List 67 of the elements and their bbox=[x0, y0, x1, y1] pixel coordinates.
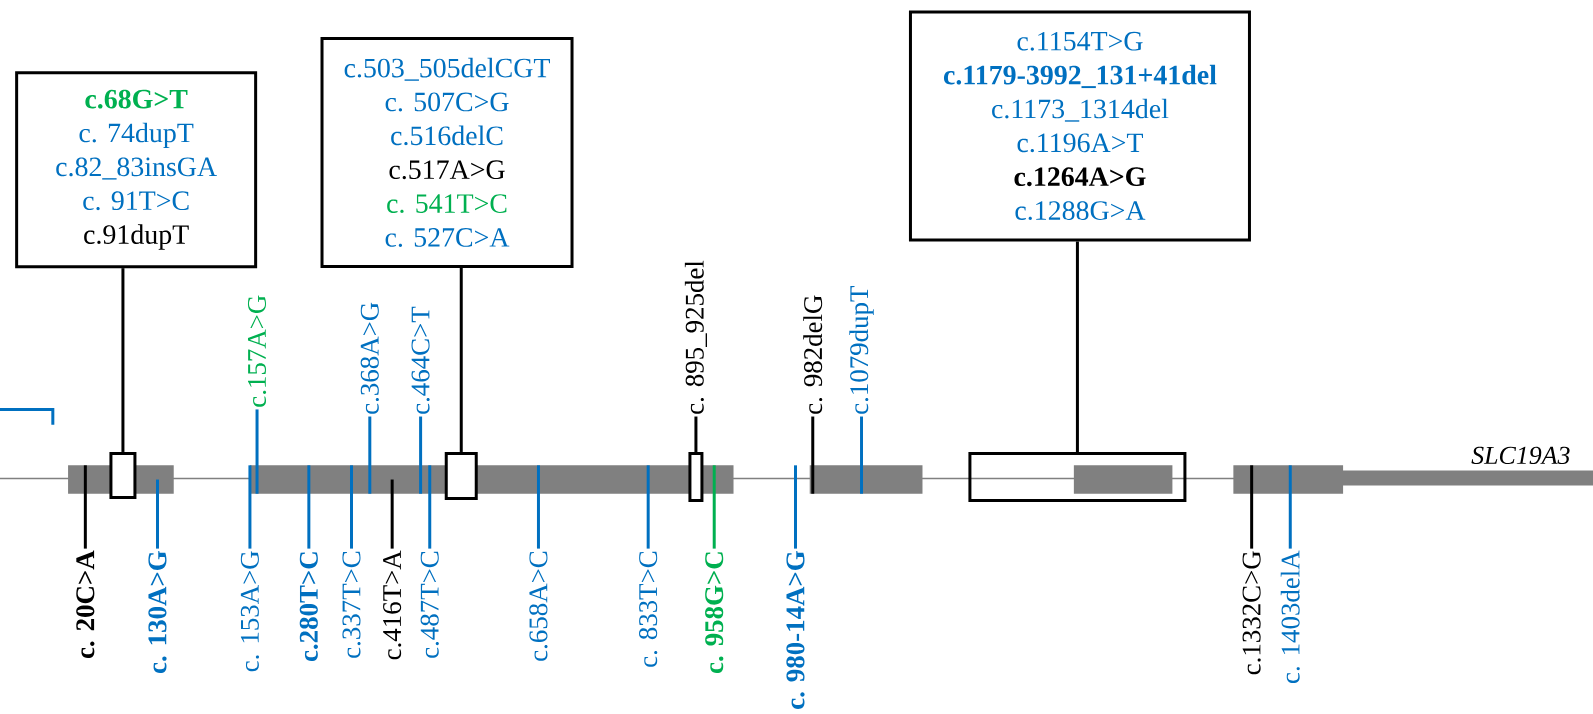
variant-label: c.91dupT bbox=[84, 224, 189, 250]
variant-label: c.1079dupT bbox=[849, 285, 874, 414]
variant-label: c.464C>T bbox=[411, 306, 430, 414]
leader-line bbox=[255, 409, 259, 494]
leader-line bbox=[307, 465, 311, 549]
variant-label: c.487T>C bbox=[420, 551, 439, 658]
region-marker bbox=[968, 451, 1187, 502]
leader-line bbox=[459, 267, 463, 452]
callout-box bbox=[908, 10, 1251, 242]
variant-label: c. 833T>C bbox=[639, 551, 658, 667]
leader-line bbox=[1250, 465, 1254, 549]
variant-label: c.503_505delCGT bbox=[344, 57, 550, 81]
leader-line bbox=[694, 416, 698, 452]
variant-label: c. 895_925del bbox=[684, 260, 707, 414]
variant-label: c. 958G>C bbox=[705, 552, 724, 673]
variant-label: c.1173_1314del bbox=[992, 98, 1169, 122]
variant-label: c.337T>C bbox=[342, 551, 361, 658]
variant-label: c. 507C>G bbox=[385, 92, 509, 112]
leader-line bbox=[350, 465, 353, 549]
leader-line bbox=[83, 465, 87, 549]
variant-label: c. 541T>C bbox=[387, 194, 507, 213]
leader-line bbox=[1288, 465, 1292, 549]
variant-label: c. 1403delA bbox=[1280, 550, 1300, 683]
region-marker bbox=[688, 451, 704, 502]
variant-label: c.658A>C bbox=[529, 551, 548, 661]
variant-label: c.68G>T bbox=[85, 89, 188, 109]
variant-label: c. 982delG bbox=[803, 295, 823, 414]
variant-label: c.368A>G bbox=[360, 302, 379, 414]
variant-label: c.416T>A bbox=[383, 550, 402, 660]
variant-label: c.516delC bbox=[391, 125, 503, 146]
variant-label: c. 91T>C bbox=[83, 191, 189, 211]
variant-label: c. 20C>A bbox=[76, 550, 95, 658]
variant-label: c.157A>G bbox=[247, 295, 267, 407]
leader-line bbox=[368, 416, 372, 494]
callout-box bbox=[320, 36, 574, 268]
variant-label: c.82_83insGA bbox=[56, 157, 217, 180]
leader-line bbox=[248, 465, 252, 549]
gene-name: SLC19A3 bbox=[1471, 446, 1570, 464]
variant-label: c.280T>C bbox=[299, 552, 318, 661]
leader-line bbox=[1075, 241, 1079, 452]
variant-label: c.1332C>G bbox=[1242, 551, 1261, 675]
leader-line bbox=[390, 479, 394, 549]
variant-label: c. 74dupT bbox=[79, 122, 194, 148]
leader-line bbox=[155, 479, 159, 549]
variant-label: c. 527C>A bbox=[385, 228, 510, 247]
callout-box bbox=[15, 71, 258, 269]
variant-label: c. 153A>G bbox=[240, 551, 259, 672]
variant-label: c.1264A>G bbox=[1014, 167, 1146, 187]
variant-label: c.1154T>G bbox=[1017, 31, 1143, 51]
leader-line bbox=[646, 465, 650, 549]
leader-line bbox=[794, 465, 797, 549]
region-marker bbox=[444, 451, 478, 500]
variant-label: c.1288G>A bbox=[1015, 201, 1146, 220]
leader-line bbox=[121, 268, 125, 452]
region-marker bbox=[109, 451, 137, 499]
variant-label: c.517A>G bbox=[389, 160, 505, 180]
leader-line bbox=[428, 465, 432, 549]
leader-line bbox=[811, 416, 815, 494]
leader-line bbox=[712, 465, 716, 549]
leader-line bbox=[536, 465, 540, 549]
variant-label: c. 980-14A>G bbox=[786, 550, 805, 709]
gene-drawing bbox=[0, 465, 1593, 494]
leader-line bbox=[419, 416, 423, 494]
variant-label: c.1179-3992_131+41del bbox=[943, 64, 1217, 88]
variant-label: c.1196A>T bbox=[1017, 133, 1143, 153]
leader-line bbox=[860, 416, 864, 494]
variant-label: c. 130A>G bbox=[148, 550, 167, 673]
